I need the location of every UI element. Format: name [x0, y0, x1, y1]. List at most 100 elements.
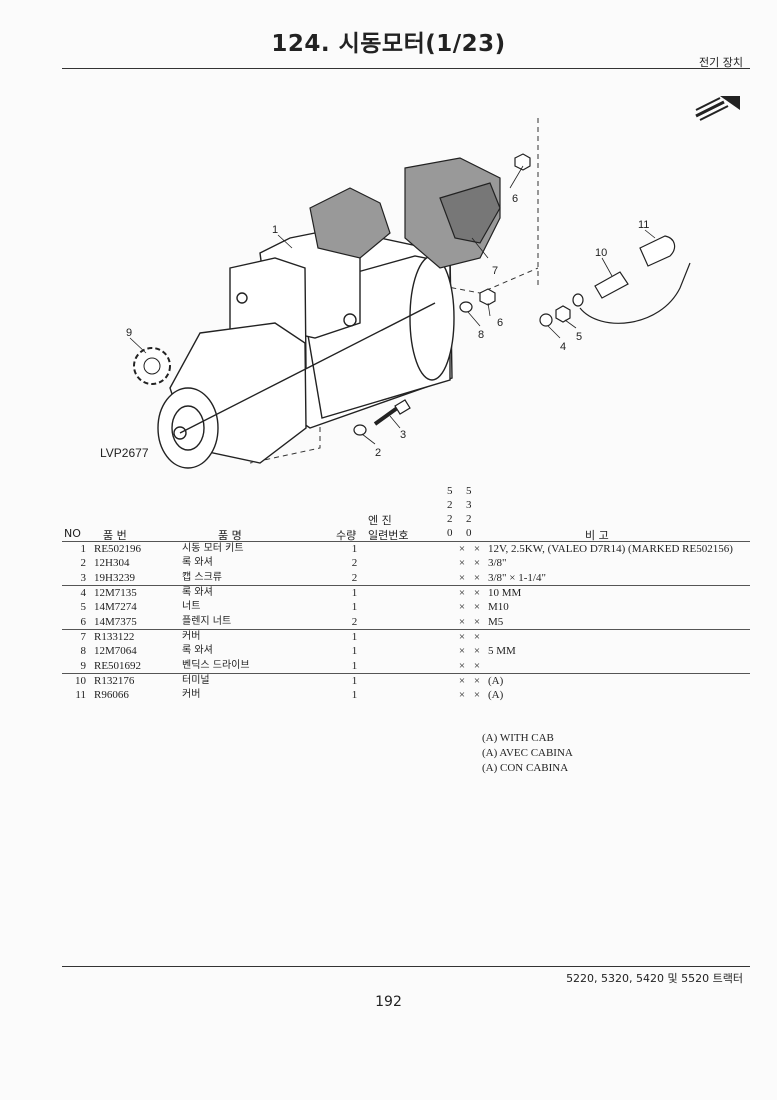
model-digit: 3: [466, 499, 472, 511]
callout-3: 3: [400, 429, 406, 441]
part-number: 12M7064: [94, 645, 137, 658]
serial-number: [362, 541, 454, 557]
item-number: 3: [80, 571, 87, 584]
footer-rule: [62, 966, 750, 967]
quantity: 1: [347, 584, 362, 601]
quantity: 1: [347, 628, 362, 645]
part-number: R96066: [94, 689, 129, 702]
item-number: 7: [62, 628, 94, 645]
model-mark: ×: [454, 541, 470, 557]
model-digit: 0: [466, 527, 472, 539]
callout-11: 11: [638, 219, 649, 231]
flange-nut: [479, 288, 496, 306]
model-mark: ×: [458, 645, 466, 658]
pinion-gear: [133, 347, 171, 385]
item-number: 10: [62, 672, 94, 688]
model-mark: ×: [473, 557, 481, 570]
nut-5: [555, 305, 571, 323]
part-name: 커버: [182, 689, 201, 701]
item-number: 11: [75, 689, 86, 702]
part-name: 록 와셔: [182, 557, 213, 569]
model-mark: ×: [473, 615, 481, 628]
part-name: 벤딕스 드라이브: [182, 659, 250, 671]
lock-washer-8: [459, 301, 473, 313]
header-engine: 엔 진: [368, 514, 392, 527]
callout-8: 8: [478, 329, 484, 341]
part-name: 시동 모터 키트: [182, 541, 347, 557]
model-mark: ×: [470, 584, 484, 601]
quantity: 1: [347, 672, 362, 688]
model-mark: ×: [473, 689, 481, 702]
callout-2: 2: [375, 447, 381, 459]
terminal-cover: [309, 157, 501, 269]
quantity: 1: [351, 689, 358, 702]
item-number: 1: [62, 541, 94, 557]
terminal: [594, 271, 629, 299]
callout-6-upper: 6: [512, 193, 518, 205]
model-mark: ×: [454, 672, 470, 688]
header-part-name: 품 명: [218, 529, 242, 542]
quantity: 1: [347, 541, 362, 557]
quantity: 1: [351, 645, 358, 658]
quantity: 2: [351, 557, 358, 570]
remarks: 3/8" × 1-1/4": [488, 571, 546, 584]
item-number: 4: [62, 584, 94, 601]
model-mark: ×: [458, 659, 466, 672]
part-number: 12H304: [94, 557, 130, 570]
item-number: 5: [80, 601, 87, 614]
direction-arrow-icon: [695, 96, 740, 121]
model-mark: ×: [458, 601, 466, 614]
remarks: 10 MM: [484, 584, 750, 601]
note-line: (A) AVEC CABINA: [482, 747, 573, 759]
part-number: RE502196: [94, 541, 182, 557]
part-number: 14M7274: [94, 601, 137, 614]
remarks: 3/8": [488, 557, 507, 570]
footer-models: 5220, 5320, 5420 및 5520 트랙터: [566, 972, 743, 985]
item-number: 9: [80, 659, 87, 672]
header-serial: 일련번호: [368, 529, 409, 542]
remarks: M10: [488, 601, 509, 614]
model-digit: 5: [447, 485, 453, 497]
serial-number: [362, 571, 454, 586]
starter-motor-diagram: 1 2 3 4 5 6 6 7 8 9 10 11: [126, 96, 740, 469]
model-digit: 0: [447, 527, 453, 539]
remarks: [484, 658, 750, 673]
notes: (A) WITH CAB (A) AVEC CABINA (A) CON CAB…: [482, 731, 573, 776]
starter-motor-body: [157, 225, 455, 469]
page-title: 124. 시동모터(1/23): [271, 31, 506, 57]
page-number: 192: [375, 994, 402, 1010]
part-name: 커버: [182, 628, 347, 645]
model-mark: ×: [473, 659, 481, 672]
callout-9: 9: [126, 327, 132, 339]
model-mark: ×: [470, 672, 484, 688]
part-number: RE501692: [94, 659, 142, 672]
cap-screw: [373, 404, 402, 426]
header-part-no: 품 번: [103, 529, 127, 542]
model-digit: 2: [466, 513, 472, 525]
model-mark: ×: [458, 615, 466, 628]
remarks: 12V, 2.5KW, (VALEO D7R14) (MARKED RE5021…: [484, 541, 750, 557]
model-digit: 2: [447, 499, 453, 511]
note-line: (A) WITH CAB: [482, 732, 554, 744]
table-row: 9 RE501692 벤딕스 드라이브 1 × ×: [62, 658, 750, 673]
model-digit: 2: [447, 513, 453, 525]
lock-washer-2: [353, 424, 367, 436]
part-name: 터미널: [182, 672, 347, 688]
serial-number: [362, 628, 454, 645]
part-number: 12M7135: [94, 584, 182, 601]
item-number: 8: [80, 645, 87, 658]
quantity: 1: [351, 659, 358, 672]
model-mark: ×: [458, 689, 466, 702]
quantity: 2: [351, 571, 358, 584]
part-name: 플렌지 너트: [182, 615, 232, 627]
remarks: M5: [488, 615, 504, 628]
item-number: 6: [80, 615, 87, 628]
callout-4: 4: [560, 341, 566, 353]
